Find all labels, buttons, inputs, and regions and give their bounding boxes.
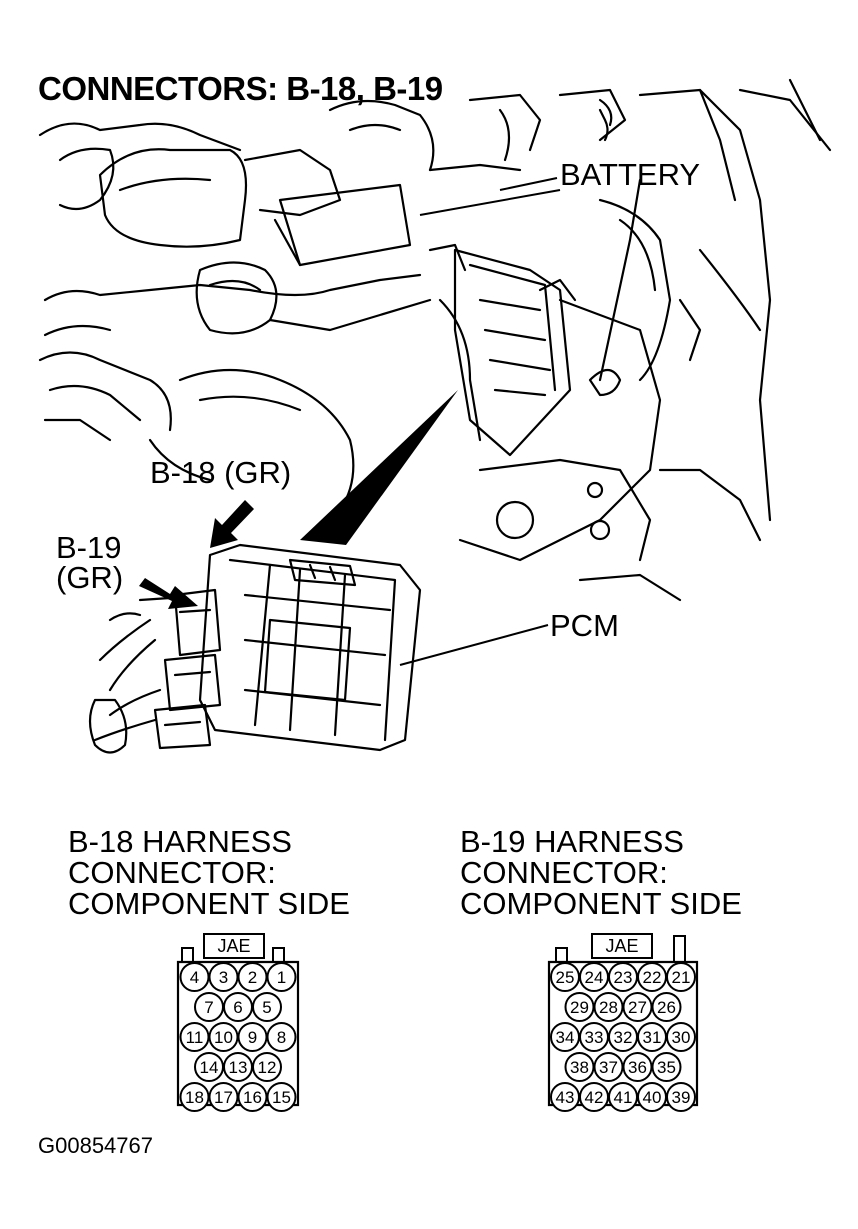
b18-pin-label: 16 — [243, 1088, 262, 1107]
b18-pin-label: 13 — [229, 1058, 248, 1077]
b19-pin-39 — [666, 1082, 696, 1112]
pcm-label: PCM — [550, 608, 619, 643]
b19-pin-label: 28 — [599, 998, 618, 1017]
b18-pin-12 — [252, 1052, 282, 1082]
b19-pin-label: 37 — [599, 1058, 618, 1077]
b18-pin-label: 4 — [190, 968, 199, 987]
b18-pin-5 — [252, 992, 282, 1022]
b19-pin-label: 42 — [585, 1088, 604, 1107]
b19-pin-label: 40 — [643, 1088, 662, 1107]
b19-caption: B-19 HARNESS CONNECTOR: COMPONENT SIDE — [460, 826, 742, 919]
b18-pin-label: 5 — [262, 998, 271, 1017]
b19-pin-label: 24 — [585, 968, 604, 987]
b19-pin-35 — [651, 1052, 682, 1082]
b19-pin-label: 22 — [643, 968, 662, 987]
b19-jae-tag: JAE — [605, 936, 638, 956]
b19-pin-label: 35 — [657, 1058, 676, 1077]
b19-pin-label: 25 — [556, 968, 575, 987]
b19-callout-label: B-19 (GR) — [56, 530, 124, 595]
b19-pin-label: 21 — [672, 968, 691, 987]
b18-arrow — [210, 500, 254, 548]
b19-pin-label: 31 — [643, 1028, 662, 1047]
b18-pin-label: 8 — [277, 1028, 286, 1047]
page-title: CONNECTORS: B-18, B-19 — [38, 70, 443, 107]
b19-pin-label: 43 — [556, 1088, 575, 1107]
b18-pin-label: 14 — [200, 1058, 219, 1077]
b19-pin-label: 32 — [614, 1028, 633, 1047]
b18-jae-tag: JAE — [217, 936, 250, 956]
b19-pin-label: 34 — [556, 1028, 575, 1047]
b18-caption-line1: B-18 HARNESS — [68, 824, 292, 859]
b19-pin-21 — [666, 962, 696, 992]
b18-pin-label: 2 — [248, 968, 257, 987]
b18-caption: B-18 HARNESS CONNECTOR: COMPONENT SIDE — [68, 826, 350, 919]
b19-pin-label: 33 — [585, 1028, 604, 1047]
b18-pin-label: 11 — [186, 1028, 204, 1047]
b18-caption-line3: COMPONENT SIDE — [68, 886, 350, 921]
b18-pin-1 — [266, 962, 297, 992]
b19-pin-label: 26 — [657, 998, 676, 1017]
b19-pin-label: 36 — [628, 1058, 647, 1077]
b18-callout-label: B-18 (GR) — [150, 455, 292, 490]
b18-pin-label: 18 — [185, 1088, 204, 1107]
b19-caption-line3: COMPONENT SIDE — [460, 886, 742, 921]
b18-caption-line2: CONNECTOR: — [68, 855, 276, 890]
b19-arrow — [139, 578, 198, 609]
b19-pin-label: 39 — [672, 1088, 691, 1107]
b19-caption-line1: B-19 HARNESS — [460, 824, 684, 859]
b18-pin-label: 15 — [272, 1088, 291, 1107]
b18-pin-label: 10 — [214, 1028, 233, 1047]
b19-pin-30 — [666, 1022, 696, 1052]
battery-to-pcm-arrow — [300, 390, 458, 545]
b18-pin-label: 7 — [204, 998, 213, 1017]
b18-pin-label: 6 — [233, 998, 242, 1017]
b18-pin-label: 17 — [214, 1088, 233, 1107]
battery-label: BATTERY — [560, 157, 701, 192]
b19-pin-26 — [651, 992, 682, 1022]
b18-pin-15 — [266, 1082, 297, 1112]
b19-callout-line2: (GR) — [56, 560, 124, 595]
b18-pin-8 — [266, 1022, 297, 1052]
b19-pin-label: 29 — [570, 998, 589, 1017]
figure-id: G00854767 — [38, 1133, 153, 1158]
b19-pin-label: 38 — [570, 1058, 589, 1077]
b19-callout-line1: B-19 — [56, 530, 122, 565]
b18-pin-label: 1 — [277, 968, 286, 987]
b18-pin-label: 12 — [258, 1058, 277, 1077]
b19-pin-label: 27 — [628, 998, 647, 1017]
b19-pin-label: 23 — [614, 968, 633, 987]
b19-pin-label: 41 — [614, 1088, 633, 1107]
b18-pin-label: 3 — [219, 968, 228, 987]
b18-pin-label: 9 — [248, 1028, 257, 1047]
b19-pin-label: 30 — [672, 1028, 691, 1047]
b19-caption-line2: CONNECTOR: — [460, 855, 668, 890]
b19-connector-diagram: JAE 25 24 23 22 21 29 28 27 26 34 33 32 31 30 38 37 36 35… — [547, 933, 699, 1112]
